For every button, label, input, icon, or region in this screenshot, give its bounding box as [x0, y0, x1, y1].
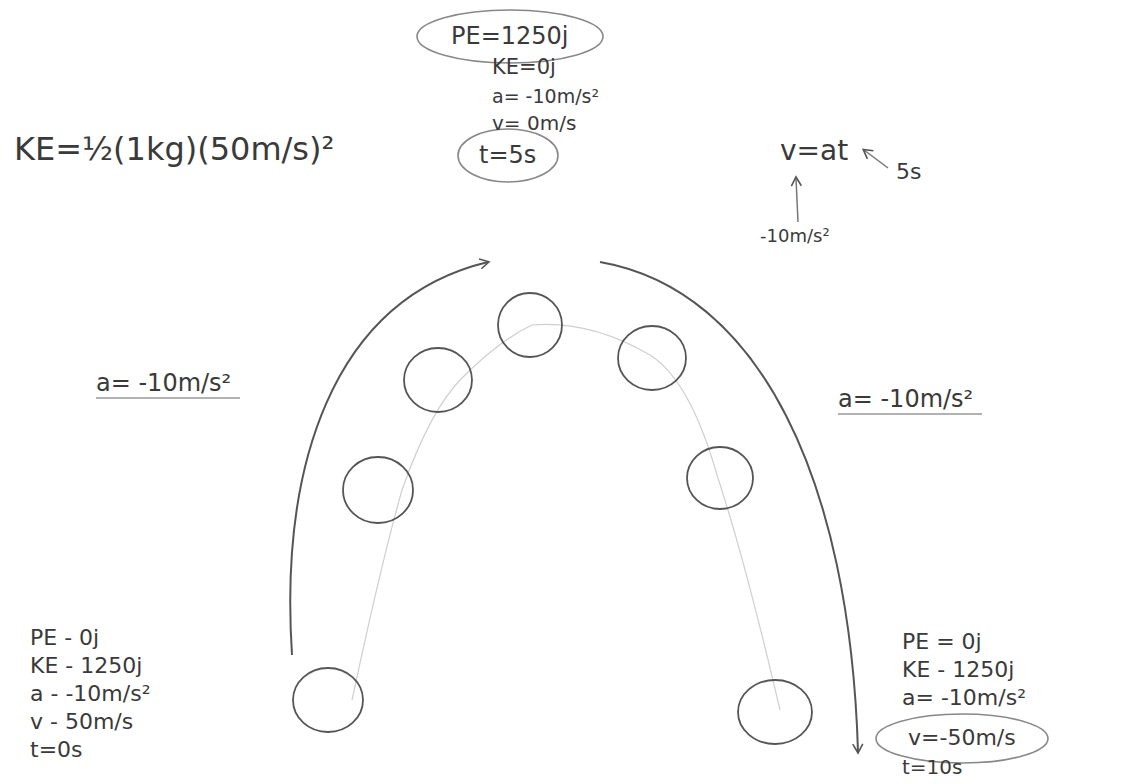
handwritten-note: a - -10m/s²: [30, 682, 150, 706]
handwritten-note: PE = 0j: [902, 630, 982, 654]
handwritten-note: -10m/s²: [760, 226, 830, 246]
upward-arrow: [290, 262, 488, 655]
ball-positions: [293, 293, 812, 744]
downward-arrow: [600, 262, 858, 752]
handwritten-note: v=at: [780, 136, 848, 167]
leader-arrow: [796, 178, 798, 222]
handwritten-note: PE - 0j: [30, 626, 99, 650]
handwritten-note: KE - 1250j: [902, 658, 1014, 682]
handwritten-note: a= -10m/s²: [902, 686, 1026, 710]
note-text: t=5s: [479, 142, 536, 168]
handwritten-note: KE=½(1kg)(50m/s)²: [14, 132, 334, 167]
note-text: v=-50m/s: [908, 726, 1016, 750]
underline: [838, 413, 982, 414]
handwritten-note: a= -10m/s²: [96, 370, 231, 396]
handwritten-note: v= 0m/s: [492, 112, 576, 134]
handwritten-note: v - 50m/s: [30, 710, 133, 734]
handwritten-note: a= -10m/s²: [492, 86, 599, 107]
handwritten-note: a= -10m/s²: [838, 386, 973, 412]
handwritten-note: t=0s: [30, 738, 83, 762]
note-text: PE=1250j: [451, 23, 569, 49]
handwritten-note: KE - 1250j: [30, 654, 142, 678]
handwritten-note: t=10s: [902, 756, 962, 778]
handwritten-note: 5s: [896, 160, 921, 184]
path-trace: [352, 324, 780, 710]
underline: [96, 397, 240, 398]
circled-note: t=5s: [456, 127, 560, 184]
handwritten-note: KE=0j: [492, 56, 556, 79]
leader-arrow: [864, 150, 888, 168]
